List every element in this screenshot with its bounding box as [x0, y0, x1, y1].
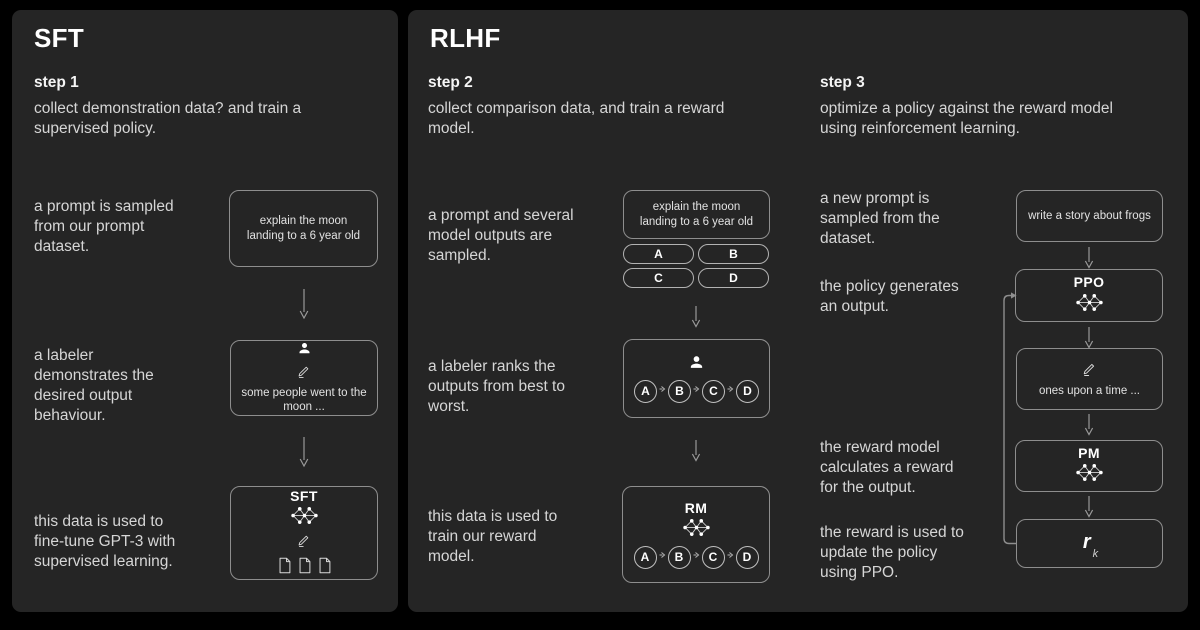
pm-reward-model-box: PM	[1015, 440, 1163, 492]
ranking-row: A B C D	[634, 379, 759, 403]
ranking-row: A B C D	[633, 546, 759, 570]
arrow-down-icon	[1083, 247, 1095, 274]
arrow-right-icon	[659, 384, 666, 399]
step1-description: collect demonstration data? and train a …	[34, 100, 302, 138]
prompt-text: explain the moon landing to a 6 year old	[639, 200, 754, 228]
arrow-right-icon	[693, 550, 700, 565]
step1-row3-caption: this data is used to fine-tune GPT-3 wit…	[34, 513, 176, 571]
ranking-circle-d: D	[736, 379, 759, 403]
arrow-down-icon	[298, 436, 310, 473]
step3-caption-3: the reward model calculates a reward for…	[820, 439, 954, 497]
pencil-icon	[296, 532, 312, 553]
arrow-right-icon	[727, 384, 734, 399]
policy-output-text: ones upon a time ...	[1038, 384, 1140, 397]
reward-value-box: rk	[1016, 519, 1163, 568]
ranking-circle-a: A	[634, 379, 657, 403]
option-pill-a: A	[623, 244, 694, 264]
person-icon	[688, 354, 705, 376]
ranking-circle-c: C	[701, 546, 725, 570]
ranking-circle-b: B	[667, 546, 691, 570]
step2-row3-caption: this data is used to train our reward mo…	[428, 508, 558, 566]
arrow-down-icon	[1083, 496, 1095, 523]
step3-label: step 3	[820, 74, 865, 91]
option-pill-d: D	[698, 268, 769, 288]
reward-model-box: RM A B C D	[622, 486, 770, 583]
network-icon	[290, 506, 318, 530]
documents-row	[278, 557, 331, 579]
rlhf-title: RLHF	[430, 23, 501, 53]
option-pill-b: B	[698, 244, 769, 264]
person-icon	[297, 341, 312, 361]
prompt-box: explain the moon landing to a 6 year old	[229, 190, 378, 267]
step2-row2-caption: a labeler ranks the outputs from best to…	[428, 358, 565, 416]
new-prompt-text: write a story about frogs	[1028, 209, 1151, 222]
step3-caption-2: the policy generates an output.	[820, 278, 959, 316]
arrow-right-icon	[693, 384, 700, 399]
document-icon	[318, 557, 331, 579]
demonstration-text: some people went to the moon ...	[241, 386, 367, 414]
document-icon	[278, 557, 291, 579]
new-prompt-box: write a story about frogs	[1016, 190, 1163, 242]
output-options: A B C D	[623, 244, 769, 288]
network-icon	[1075, 293, 1103, 317]
arrow-down-icon	[690, 306, 702, 333]
pencil-icon	[296, 363, 312, 384]
arrow-right-icon	[659, 550, 666, 565]
demonstration-box: some people went to the moon ...	[230, 340, 378, 416]
network-icon	[1075, 463, 1103, 487]
step1-label: step 1	[34, 74, 79, 91]
step3-caption-4: the reward is used to update the policy …	[820, 524, 964, 582]
ppo-title: PPO	[1073, 274, 1105, 291]
step2-label: step 2	[428, 74, 473, 91]
arrow-down-icon	[298, 288, 310, 325]
step2-row1-caption: a prompt and several model outputs are s…	[428, 207, 574, 265]
policy-output-box: ones upon a time ...	[1016, 348, 1163, 410]
ranking-circle-a: A	[633, 546, 657, 570]
arrow-down-icon	[690, 440, 702, 467]
step1-row2-caption: a labeler demonstrates the desired outpu…	[34, 347, 154, 425]
sft-panel: SFT step 1 collect demonstration data? a…	[12, 10, 398, 612]
labeler-ranking-box: A B C D	[623, 339, 770, 418]
arrow-down-icon	[1083, 414, 1095, 441]
ranking-circle-d: D	[735, 546, 759, 570]
network-icon	[682, 518, 710, 542]
rlhf-panel: RLHF step 2 collect comparison data, and…	[408, 10, 1188, 612]
step2-description: collect comparison data, and train a rew…	[428, 100, 725, 138]
sft-model-title: SFT	[290, 487, 318, 504]
arrow-right-icon	[727, 550, 734, 565]
prompt-box: explain the moon landing to a 6 year old	[623, 190, 770, 239]
step1-row1-caption: a prompt is sampled from our prompt data…	[34, 198, 174, 256]
prompt-text: explain the moon landing to a 6 year old	[246, 214, 361, 242]
pencil-icon	[1081, 360, 1098, 382]
reward-symbol-base: r	[1082, 530, 1091, 553]
reward-symbol-subscript: k	[1092, 547, 1099, 560]
reward-symbol: rk	[1082, 530, 1098, 560]
document-icon	[298, 557, 311, 579]
arrow-down-icon	[1083, 327, 1095, 354]
sft-model-box: SFT	[230, 486, 378, 580]
ranking-circle-c: C	[702, 379, 725, 403]
option-pill-c: C	[623, 268, 694, 288]
reward-model-title: RM	[684, 499, 708, 516]
ranking-circle-b: B	[668, 379, 691, 403]
pm-title: PM	[1078, 444, 1100, 461]
step3-caption-1: a new prompt is sampled from the dataset…	[820, 190, 940, 248]
sft-title: SFT	[34, 23, 85, 53]
ppo-policy-box: PPO	[1015, 269, 1163, 322]
step3-description: optimize a policy against the reward mod…	[820, 100, 1113, 138]
